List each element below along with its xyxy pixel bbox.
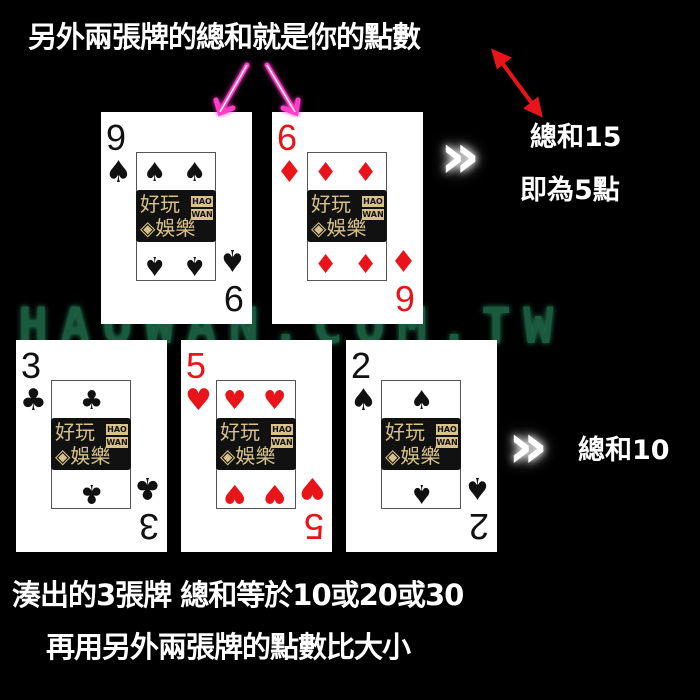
spade-icon: ♠ bbox=[105, 155, 132, 190]
page-title: 另外兩張牌的總和就是你的點數 bbox=[28, 20, 421, 54]
diamond-icon: ♦ bbox=[354, 158, 378, 188]
footer-line-1: 湊出的3張牌 總和等於10或20或30 bbox=[12, 578, 464, 612]
card-rank: 9 bbox=[106, 117, 127, 158]
diamond-icon: ♦ bbox=[276, 155, 303, 190]
diamond-icon: ♦ bbox=[314, 158, 338, 188]
brand-logo: 好玩 ◈娛樂 HAO WAN bbox=[381, 418, 461, 470]
card-2-spades: 2 ♠ 2 ♠ ♠ ♠ 好玩 ◈娛樂 HAO WAN bbox=[346, 340, 497, 552]
double-arrow-icon bbox=[490, 48, 543, 118]
chevron-right-icon: » bbox=[440, 119, 481, 192]
card-rank: 3 bbox=[21, 345, 42, 386]
card-rank: 6 bbox=[277, 117, 298, 158]
top-result-sum: 總和15 bbox=[530, 122, 622, 153]
spade-icon: ♠ bbox=[350, 383, 377, 418]
bottom-result-sum: 總和10 bbox=[578, 435, 670, 466]
card-rank: 2 bbox=[351, 345, 372, 386]
diamond-icon: ♦ bbox=[314, 250, 338, 280]
footer-line-2: 再用另外兩張牌的點數比大小 bbox=[46, 630, 411, 664]
diamond-icon: ♦ bbox=[354, 250, 378, 280]
top-result-points: 即為5點 bbox=[520, 175, 620, 206]
brand-logo: 好玩 ◈娛樂 HAO WAN bbox=[216, 418, 296, 470]
brand-logo: 好玩 ◈娛樂 HAO WAN bbox=[136, 190, 216, 242]
card-5-hearts: 5 ♥ 5 ♥ ♥ ♥ ♥ ♥ 好玩 ◈娛樂 HAO WAN bbox=[181, 340, 332, 552]
brand-logo: 好玩 ◈娛樂 HAO WAN bbox=[51, 418, 131, 470]
card-6-diamonds: 6 ♦ 6 ♦ ♦ ♦ ♦ ♦ 好玩 ◈娛樂 HAO WAN bbox=[272, 112, 423, 324]
heart-icon: ♥ bbox=[185, 383, 212, 418]
chevron-right-icon: » bbox=[508, 409, 549, 482]
club-icon: ♣ bbox=[80, 386, 104, 416]
card-9-spades: 9 ♠ 9 ♠ ♠ ♠ ♠ ♠ 好玩 ◈娛樂 HAO WAN bbox=[101, 112, 252, 324]
card-rank: 5 bbox=[186, 345, 207, 386]
heart-icon: ♥ bbox=[223, 386, 247, 416]
spade-icon: ♠ bbox=[143, 158, 167, 188]
spade-icon: ♠ bbox=[410, 386, 434, 416]
club-icon: ♣ bbox=[20, 383, 47, 418]
brand-logo: 好玩 ◈娛樂 HAO WAN bbox=[307, 190, 387, 242]
card-3-clubs: 3 ♣ 3 ♣ ♣ ♣ 好玩 ◈娛樂 HAO WAN bbox=[16, 340, 167, 552]
heart-icon: ♥ bbox=[263, 386, 287, 416]
spade-icon: ♠ bbox=[183, 158, 207, 188]
